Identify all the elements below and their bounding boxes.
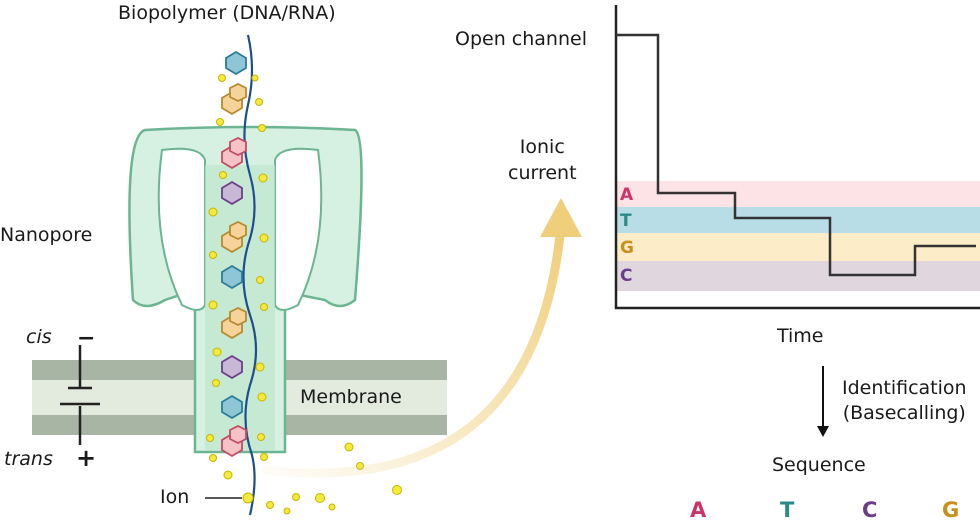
band-label-t: T: [620, 211, 632, 231]
curved-arrow: [260, 198, 582, 478]
ion-label: Ion: [160, 486, 190, 508]
trans-label: trans: [4, 448, 53, 470]
sequence-letter-c: C: [862, 498, 878, 522]
ions: [206, 74, 402, 515]
sequence-label: Sequence: [772, 454, 866, 476]
band-label-a: A: [620, 185, 634, 205]
open-channel-label: Open channel: [455, 28, 587, 50]
base-g: [229, 220, 247, 241]
sequence-letter-t: T: [780, 498, 795, 522]
minus-sign: −: [77, 326, 96, 351]
base-t: [221, 264, 243, 290]
base-a: [229, 136, 247, 157]
base-t: [221, 394, 243, 420]
band-c: [616, 261, 980, 291]
base-c: [221, 180, 243, 206]
battery-symbol: [60, 345, 100, 445]
plus-sign: +: [76, 444, 97, 472]
dna-strand: [242, 34, 258, 516]
nanopore-label: Nanopore: [0, 224, 93, 246]
band-label-g: G: [620, 238, 634, 258]
biopolymer-label: Biopolymer (DNA/RNA): [118, 2, 336, 24]
time-label: Time: [777, 325, 824, 347]
cis-label: cis: [26, 326, 52, 348]
base-g: [229, 82, 247, 103]
base-c: [221, 354, 243, 380]
band-label-c: C: [620, 266, 633, 286]
membrane-label: Membrane: [300, 386, 402, 408]
identification-label: Identification (Basecalling): [842, 377, 967, 424]
strand-bases: [221, 50, 247, 458]
plot-axes: [614, 5, 980, 310]
current-trace: [616, 33, 976, 277]
base-t: [225, 50, 247, 76]
base-a: [229, 424, 247, 445]
base-g: [229, 306, 247, 327]
band-t: [616, 207, 980, 233]
identification-arrow: [817, 366, 829, 437]
sequence-letter-g: G: [942, 498, 960, 522]
ionic-current-label: Ionic current: [508, 136, 577, 184]
current-plot: [614, 5, 980, 310]
sequence-letter-a: A: [690, 498, 707, 522]
